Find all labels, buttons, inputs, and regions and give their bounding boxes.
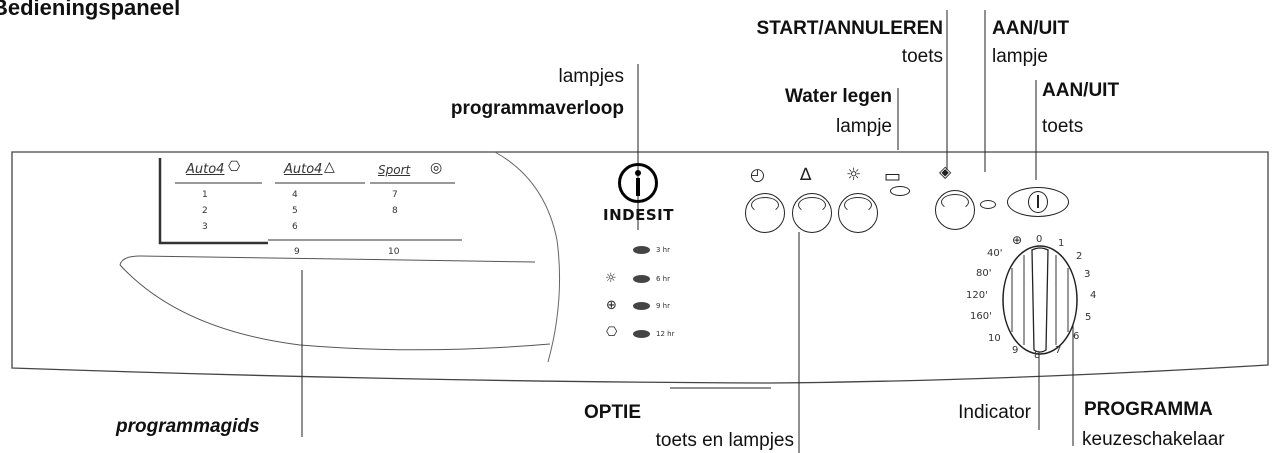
delicate-icon: △ — [324, 159, 335, 175]
dial-number-10: 10 — [988, 333, 1001, 344]
guide-group-sport: Sport — [378, 163, 411, 177]
timer-lamp-6hr-label: 6 hr — [656, 275, 670, 283]
power-icon — [1028, 191, 1048, 213]
option-title: OPTIE — [584, 402, 642, 423]
brand-name: INDESIT — [603, 206, 674, 224]
drain-lamp — [890, 186, 910, 196]
sport-shoe-icon: ◎ — [430, 160, 443, 176]
dial-number-5: 5 — [1085, 312, 1092, 323]
sun-icon: ☼ — [846, 165, 862, 185]
guide-item-2: 2 — [202, 206, 208, 216]
dial-number-3: 3 — [1084, 269, 1091, 280]
dial-number-8: 8 — [1034, 350, 1041, 361]
guide-item-5: 5 — [292, 206, 298, 216]
timer-lamp-12hr-label: 12 hr — [656, 330, 675, 338]
power-key-title: AAN/UIT — [1042, 80, 1120, 101]
dial-time-160: 160' — [970, 311, 992, 322]
shirt-dry-icon: ⎔ — [606, 325, 618, 340]
dial-number-1: 1 — [1058, 238, 1065, 249]
drain-sub: lampje — [836, 116, 892, 137]
dial-time-120: 120' — [966, 290, 988, 301]
guide-item-9: 9 — [294, 247, 300, 257]
power-key-sub: toets — [1042, 116, 1084, 137]
shirt-icon: ⎔ — [228, 159, 241, 175]
guide-item-3: 3 — [202, 222, 208, 232]
dial-number-6: 6 — [1073, 331, 1080, 342]
bell-icon: ∆ — [800, 165, 812, 185]
progress-lamps-line1: lampjes — [558, 66, 624, 87]
guide-group-auto-b: Auto4 — [284, 162, 323, 177]
dial-number-0: 0 — [1036, 234, 1043, 245]
timer-lamp-3hr-label: 3 hr — [656, 246, 670, 254]
option-button-bell[interactable] — [792, 193, 832, 233]
program-selector-sub: keuzeschakelaar — [1082, 429, 1225, 450]
indesit-logo — [618, 163, 658, 203]
progress-lamps-line2: programmaverloop — [450, 98, 624, 119]
wool-icon: ⊕ — [606, 298, 617, 313]
option-button-sun[interactable] — [838, 193, 878, 233]
indicator-label: Indicator — [958, 402, 1031, 423]
timer-lamp-9hr — [633, 302, 650, 310]
drain-pan-icon: ▭ — [884, 166, 902, 187]
start-cancel-title: START/ANNULEREN — [756, 18, 943, 39]
program-guide-label: programmagids — [116, 416, 260, 437]
dial-time-40: 40' — [987, 248, 1003, 259]
guide-item-8: 8 — [392, 206, 398, 216]
timer-lamp-12hr — [633, 330, 650, 338]
option-button-delay[interactable] — [745, 193, 785, 233]
guide-item-4: 4 — [292, 190, 298, 200]
dial-number-9: 9 — [1012, 345, 1019, 356]
guide-item-1: 1 — [202, 190, 208, 200]
timer-lamp-3hr — [633, 246, 650, 254]
dial-number-2: 2 — [1076, 251, 1083, 262]
guide-group-auto-a: Auto4 — [186, 162, 225, 177]
start-cancel-sub: toets — [901, 46, 943, 67]
start-diamond-icon: ◈ — [939, 162, 952, 181]
guide-item-7: 7 — [392, 190, 398, 200]
dial-number-7: 7 — [1055, 345, 1062, 356]
power-lamp — [980, 200, 996, 209]
power-lamp-title: AAN/UIT — [992, 18, 1070, 39]
option-sub: toets en lampjes — [655, 430, 794, 451]
guide-item-10: 10 — [388, 247, 400, 257]
delay-timer-icon: ◴ — [750, 165, 765, 185]
program-selector-title: PROGRAMMA — [1084, 399, 1213, 420]
power-lamp-sub: lampje — [992, 46, 1048, 67]
page-title: Bedieningspaneel — [0, 0, 181, 20]
timer-lamp-9hr-label: 9 hr — [656, 302, 670, 310]
program-dial[interactable] — [1002, 245, 1078, 355]
dial-time-80: 80' — [976, 268, 992, 279]
guide-item-6: 6 — [292, 222, 298, 232]
drain-title: Water legen — [785, 86, 892, 107]
dial-number-4: 4 — [1090, 290, 1097, 301]
dry-sun-icon: ☼ — [605, 271, 617, 286]
timer-lamp-6hr — [633, 275, 650, 283]
wool-program-icon: ⊕ — [1012, 233, 1023, 247]
start-cancel-button[interactable] — [935, 190, 975, 230]
